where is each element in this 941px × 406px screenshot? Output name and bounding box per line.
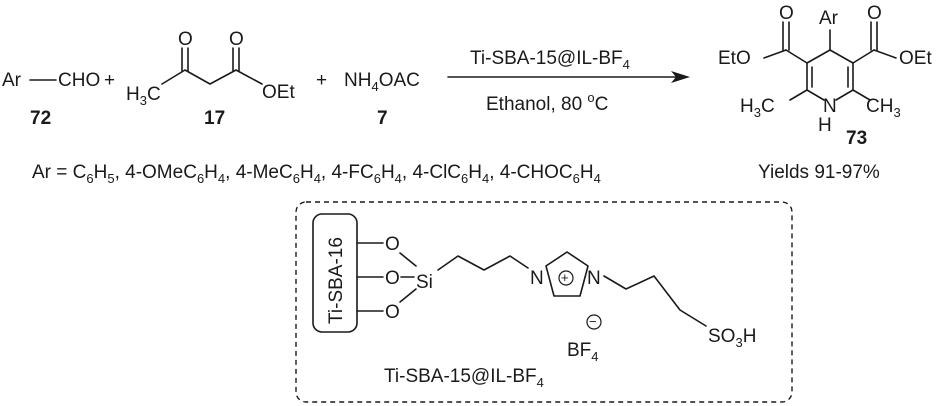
product-oet: OEt (899, 48, 932, 69)
catalyst-label: Ti-SBA-15@IL-BF4 (470, 48, 630, 72)
anion-charge-circle (586, 314, 602, 330)
ring-bond-c4-c3 (806, 49, 831, 64)
imidazolium-ring (545, 251, 589, 297)
ar-definition: Ar = C6H5, 4-OMeC6H4, 4-MeC6H4, 4-FC6H4,… (32, 162, 601, 186)
aldehyde-72: Ar CHO 72 (2, 70, 100, 129)
product-left-o: O (779, 3, 794, 24)
product-methyl-left-bond (789, 89, 808, 101)
ring-bond-c2-n (806, 89, 825, 101)
product-ar: Ar (819, 8, 839, 29)
catalyst-structure: Ti-SBA-16 O O O Si N N + SO3H − BF4 Ti-S… (295, 201, 793, 403)
compound-number-72: 72 (30, 108, 51, 129)
ammonium-formula: NH4OAC (344, 70, 420, 94)
ammonium-acetate-7: NH4OAC 7 (344, 70, 420, 129)
ketoester-oet: OEt (262, 82, 295, 103)
reaction-arrow (447, 71, 690, 83)
ketoester-keto-o: O (178, 29, 193, 50)
butyl-chain (603, 275, 707, 327)
oxygen-mid: O (385, 268, 400, 289)
compound-number-73: 73 (846, 128, 867, 149)
ketoester-ester-o: O (229, 29, 244, 50)
propyl-linker (437, 255, 529, 271)
plus-sign-1: + (104, 70, 115, 91)
product-left-ester-bond (785, 49, 808, 64)
product-methyl-right-bond (852, 89, 871, 101)
cation-charge-circle (558, 270, 574, 286)
ketoester-chain (161, 69, 263, 85)
sulfonic-acid: SO3H (708, 326, 756, 350)
product-methyl-right: CH3 (866, 96, 901, 120)
product-right-o: O (867, 3, 882, 24)
ring-bond-c4-c5 (829, 49, 854, 64)
support-label: Ti-SBA-16 (326, 237, 347, 324)
o-top-si-bond (399, 252, 417, 267)
product-73: Ar N H H3C CH3 O EtO O OEt 73 (718, 3, 932, 149)
aldehyde-ar: Ar (2, 70, 22, 91)
imidazolium-n1: N (530, 268, 544, 289)
support-block (312, 213, 358, 333)
solvent-label: Ethanol, 80 oC (486, 90, 608, 115)
anion-charge: − (589, 314, 597, 329)
plus-sign-2: + (316, 70, 327, 91)
yields-label: Yields 91-97% (758, 162, 880, 183)
product-left-oet-bond (763, 49, 787, 59)
tetrafluoroborate: BF4 (567, 340, 599, 364)
ketoester-17: H3C O O OEt 17 (126, 29, 295, 129)
imidazolium-n2: N (587, 268, 601, 289)
ketoester-ch3: H3C (126, 84, 161, 108)
silicon: Si (416, 272, 433, 293)
oxygen-top: O (385, 234, 400, 255)
product-nh: H (818, 115, 832, 136)
catalyst-caption: Ti-SBA-15@IL-BF4 (384, 366, 544, 390)
catalyst-dashed-frame (295, 201, 793, 403)
product-right-ester-bond (852, 49, 875, 64)
cation-charge: + (561, 270, 569, 285)
product-right-oet-bond (873, 49, 897, 59)
o-bot-si-bond (399, 288, 417, 303)
product-methyl-left: H3C (740, 96, 775, 120)
aldehyde-cho: CHO (58, 70, 100, 91)
product-eto: EtO (718, 48, 751, 69)
ring-bond-c6-n (835, 89, 854, 101)
product-n: N (823, 96, 837, 117)
arrow-head (671, 71, 690, 83)
oxygen-bot: O (385, 302, 400, 323)
compound-number-17: 17 (204, 108, 225, 129)
compound-number-7: 7 (377, 108, 388, 129)
